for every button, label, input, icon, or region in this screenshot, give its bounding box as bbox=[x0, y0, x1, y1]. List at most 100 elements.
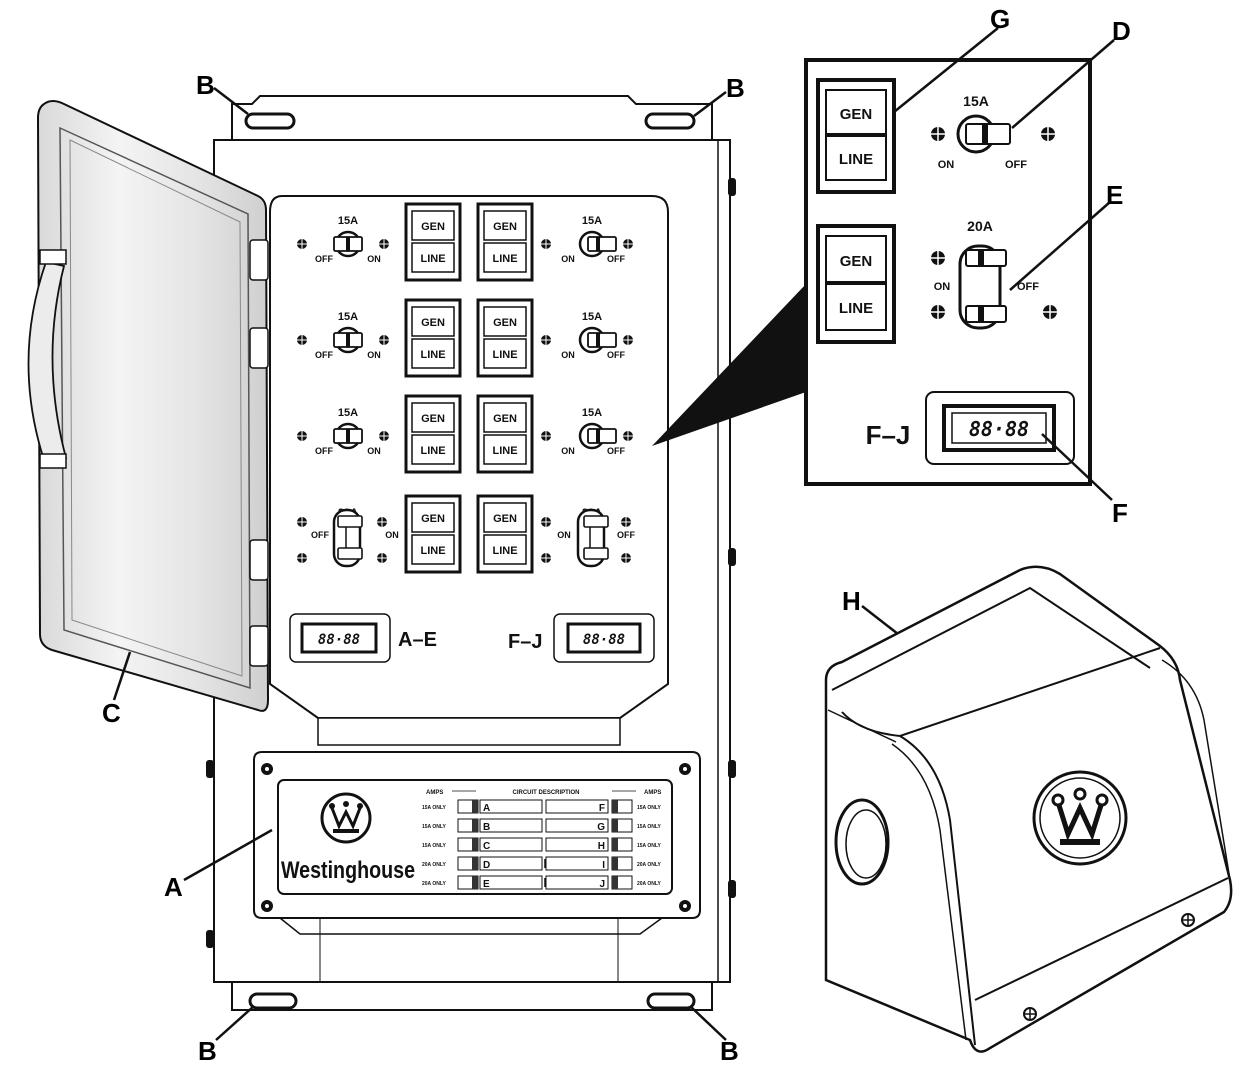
detail-gen-label-top: GEN bbox=[840, 106, 873, 123]
screw-slot bbox=[623, 335, 633, 345]
detail-amps-top: 15A bbox=[963, 93, 989, 109]
callout-c: C bbox=[102, 698, 121, 728]
circuit-description-header: CIRCUIT DESCRIPTION bbox=[512, 790, 579, 796]
detail-on-label-top: ON bbox=[938, 159, 955, 171]
circuit-label-plate: Westinghouse AMPS CIRCUIT DESCRIPTION AM… bbox=[253, 717, 701, 935]
breaker-on-label: ON bbox=[367, 446, 381, 456]
line-label: LINE bbox=[492, 545, 517, 557]
detail-meter-label: F–J bbox=[866, 420, 911, 450]
circuit-amps-left: 20A ONLY bbox=[422, 862, 446, 868]
switch-panel: GEN LINE GEN LINE 15A OFF ON 15A ON OFF GEN LINE GEN… bbox=[269, 195, 669, 719]
breaker-off-label: OFF bbox=[315, 446, 333, 456]
breaker-amps-label: 15A bbox=[338, 215, 358, 227]
screw-slot bbox=[623, 239, 633, 249]
screw-slot bbox=[377, 517, 387, 527]
brand-name: Westinghouse bbox=[281, 856, 415, 883]
breaker-off-label: OFF bbox=[315, 350, 333, 360]
callout-labels: B B B B C A G D E F H bbox=[102, 4, 1131, 1066]
circuit-amps-left: 15A ONLY bbox=[422, 805, 446, 811]
detail-transfer-switch-bottom: GEN LINE bbox=[816, 224, 896, 344]
detail-off-label-bottom: OFF bbox=[1017, 281, 1039, 293]
detail-off-label-top: OFF bbox=[1005, 159, 1027, 171]
detail-line-label-top: LINE bbox=[839, 151, 873, 168]
circuit-letter-left: B bbox=[483, 822, 490, 833]
screw-slot bbox=[541, 553, 551, 563]
gen-label: GEN bbox=[421, 413, 445, 425]
detail-line-label-bottom: LINE bbox=[839, 300, 873, 317]
screw-slot bbox=[541, 239, 551, 249]
meter-f-j-reading: 88·88 bbox=[583, 632, 625, 648]
screw-slot bbox=[623, 431, 633, 441]
line-label: LINE bbox=[492, 349, 517, 361]
screw-slot bbox=[621, 553, 631, 563]
breaker-off-label: OFF bbox=[607, 350, 625, 360]
callout-b-bottom-left: B bbox=[198, 1036, 217, 1066]
screw-slot bbox=[621, 517, 631, 527]
amps-header-right: AMPS bbox=[644, 790, 661, 796]
breaker-on-label: ON bbox=[557, 530, 571, 540]
screw-slot bbox=[297, 517, 307, 527]
mounting-slot-top-left bbox=[244, 112, 296, 130]
screw-slot bbox=[297, 335, 307, 345]
cover-logo bbox=[1032, 770, 1128, 866]
detail-breaker-20a: 20A ON OFF bbox=[931, 218, 1057, 330]
panel-door bbox=[27, 100, 270, 712]
line-label: LINE bbox=[420, 545, 445, 557]
callout-d: D bbox=[1112, 16, 1131, 46]
detail-amps-bottom: 20A bbox=[967, 218, 993, 234]
meter-a-e-label: A–E bbox=[398, 629, 437, 651]
mounting-slot-bottom-left bbox=[248, 992, 298, 1010]
circuit-amps-right: 20A ONLY bbox=[637, 862, 661, 868]
line-label: LINE bbox=[420, 253, 445, 265]
circuit-letter-left: A bbox=[483, 803, 490, 814]
screw-slot bbox=[377, 553, 387, 563]
breaker-on-label: ON bbox=[561, 446, 575, 456]
gen-label: GEN bbox=[493, 221, 517, 233]
circuit-amps-left: 15A ONLY bbox=[422, 843, 446, 849]
callout-b-top-left: B bbox=[196, 70, 215, 100]
screw-slot bbox=[297, 431, 307, 441]
detail-gen-label-bottom: GEN bbox=[840, 253, 873, 270]
breaker-on-label: ON bbox=[561, 254, 575, 264]
zoom-pointer bbox=[652, 284, 806, 446]
breaker-amps-label: 15A bbox=[582, 311, 602, 323]
detail-meter-reading: 88·88 bbox=[969, 417, 1029, 441]
detail-meter-f-j: F–J 88·88 bbox=[866, 391, 1075, 465]
line-label: LINE bbox=[492, 253, 517, 265]
screw-slot bbox=[541, 335, 551, 345]
gen-label: GEN bbox=[421, 513, 445, 525]
line-label: LINE bbox=[420, 445, 445, 457]
circuit-amps-left: 15A ONLY bbox=[422, 824, 446, 830]
transfer-switch-left: GEN LINE bbox=[404, 298, 462, 378]
line-label: LINE bbox=[492, 445, 517, 457]
callout-b-top-right: B bbox=[726, 73, 745, 103]
callout-f: F bbox=[1112, 498, 1128, 528]
mounting-slot-top-right bbox=[644, 112, 696, 130]
meter-a-e-reading: 88·88 bbox=[318, 632, 360, 648]
screw-slot bbox=[541, 431, 551, 441]
westinghouse-logo bbox=[320, 792, 372, 844]
breaker-off-label: OFF bbox=[607, 254, 625, 264]
circuit-amps-right: 15A ONLY bbox=[637, 805, 661, 811]
amps-header-left: AMPS bbox=[426, 790, 443, 796]
gen-label: GEN bbox=[421, 317, 445, 329]
transfer-switch-left: GEN LINE bbox=[404, 494, 462, 574]
gen-label: GEN bbox=[493, 317, 517, 329]
breaker-on-label: ON bbox=[561, 350, 575, 360]
circuit-letter-right: J bbox=[599, 879, 605, 890]
circuit-letter-right: G bbox=[597, 822, 605, 833]
line-label: LINE bbox=[420, 349, 445, 361]
breaker-on-label: ON bbox=[367, 350, 381, 360]
breaker-on-label: ON bbox=[367, 254, 381, 264]
detail-breaker-15a: 15A ON OFF bbox=[931, 93, 1055, 171]
circuit-letter-right: H bbox=[598, 841, 605, 852]
meter-a-e: 88·88 A–E bbox=[289, 613, 437, 663]
circuit-amps-left: 20A ONLY bbox=[422, 881, 446, 887]
